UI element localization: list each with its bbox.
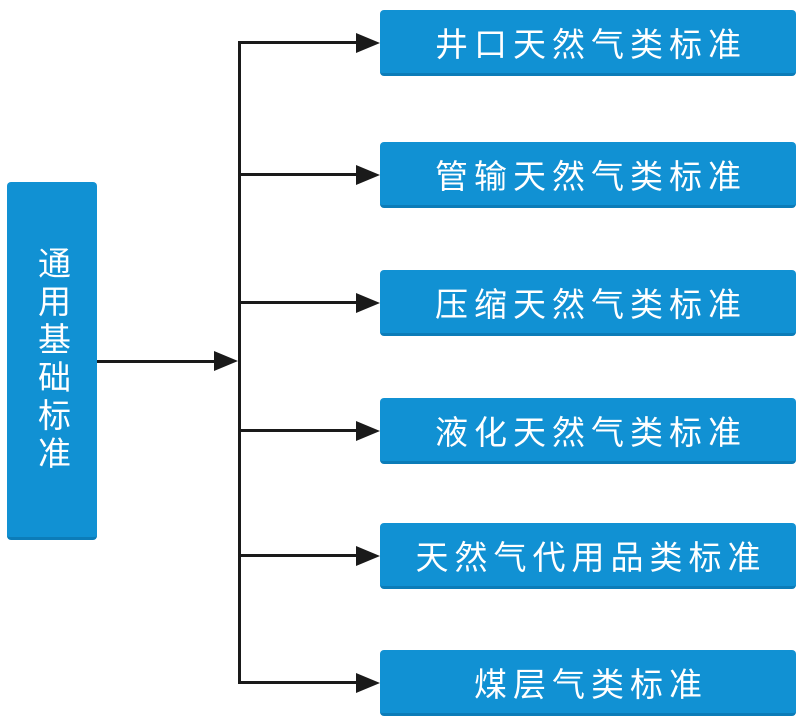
branch-node-label: 管输天然气类标准 (435, 156, 747, 196)
connector-branch-line (238, 301, 358, 304)
connector-branch-line (238, 429, 358, 432)
branch-node-coalbed-methane: 煤层气类标准 (380, 650, 796, 716)
connector-root-line (97, 360, 217, 363)
connector-trunk-line (238, 42, 241, 684)
connector-branch-arrowhead-icon (356, 293, 380, 313)
root-node: 通用基础标准 (7, 182, 97, 540)
connector-branch-arrowhead-icon (356, 421, 380, 441)
connector-branch-arrowhead-icon (356, 33, 380, 53)
connector-branch-line (238, 173, 358, 176)
branch-node-compressed-gas: 压缩天然气类标准 (380, 270, 796, 336)
connector-branch-arrowhead-icon (356, 546, 380, 566)
branch-node-label: 煤层气类标准 (474, 664, 708, 704)
branch-node-liquefied-gas: 液化天然气类标准 (380, 398, 796, 464)
branch-node-label: 压缩天然气类标准 (435, 284, 747, 324)
root-node-label: 通用基础标准 (32, 245, 72, 474)
connector-branch-line (238, 681, 358, 684)
branch-node-pipeline-gas: 管输天然气类标准 (380, 142, 796, 208)
connector-branch-arrowhead-icon (356, 165, 380, 185)
branch-node-wellhead-gas: 井口天然气类标准 (380, 10, 796, 76)
branch-node-label: 井口天然气类标准 (435, 24, 747, 64)
branch-node-label: 液化天然气类标准 (435, 412, 747, 452)
connector-branch-arrowhead-icon (356, 673, 380, 693)
branch-node-gas-substitutes: 天然气代用品类标准 (380, 523, 796, 589)
connector-root-arrowhead-icon (214, 351, 238, 371)
connector-branch-line (238, 554, 358, 557)
branch-node-label: 天然气代用品类标准 (415, 537, 767, 577)
connector-branch-line (238, 41, 358, 44)
